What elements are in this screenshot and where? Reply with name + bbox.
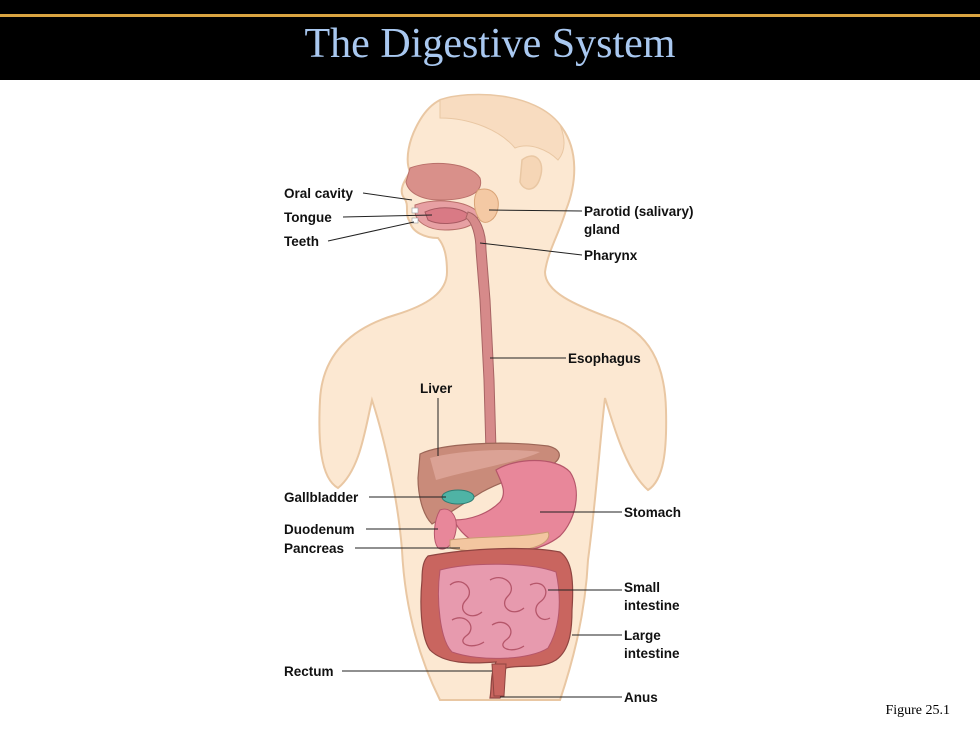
leader-lines: [327, 192, 622, 698]
parotid-gland: [473, 188, 499, 223]
label-small-intestine-line1: Small: [624, 580, 660, 595]
title-accent-rule: [0, 14, 980, 17]
liver-highlight: [430, 450, 540, 480]
leader-teeth: [327, 221, 415, 242]
leader-parotid: [488, 209, 583, 212]
label-rectum: Rectum: [284, 664, 334, 679]
digestive-system-diagram: Oral cavity Tongue Teeth Parotid (saliva…: [284, 93, 694, 705]
label-tongue: Tongue: [284, 210, 332, 225]
label-liver: Liver: [420, 381, 453, 396]
label-duodenum: Duodenum: [284, 522, 355, 537]
gallbladder: [441, 489, 475, 505]
labels: Oral cavity Tongue Teeth Parotid (saliva…: [284, 186, 694, 705]
duodenum: [433, 508, 457, 550]
label-oral-cavity: Oral cavity: [284, 186, 354, 201]
label-stomach: Stomach: [624, 505, 681, 520]
label-pharynx: Pharynx: [584, 248, 638, 263]
figure-caption: Figure 25.1: [885, 703, 950, 718]
nasal-cavity: [405, 162, 482, 201]
rectum: [491, 663, 507, 697]
label-gallbladder: Gallbladder: [284, 490, 359, 505]
leader-oral-cavity: [362, 192, 413, 201]
label-large-intestine-line2: intestine: [624, 646, 680, 661]
label-esophagus: Esophagus: [568, 351, 641, 366]
leader-tongue: [342, 214, 433, 218]
hair: [439, 94, 565, 161]
label-parotid-line1: Parotid (salivary): [584, 204, 694, 219]
label-anus: Anus: [624, 690, 658, 705]
small-intestine-coils: [449, 577, 551, 651]
title-bar: The Digestive System: [0, 0, 980, 80]
teeth: [411, 207, 419, 224]
label-small-intestine-line2: intestine: [624, 598, 680, 613]
slide-title: The Digestive System: [304, 21, 676, 67]
leader-pharynx: [479, 242, 583, 256]
label-parotid-line2: gland: [584, 222, 620, 237]
label-pancreas: Pancreas: [284, 541, 344, 556]
small-intestine: [438, 563, 560, 659]
ear: [519, 155, 543, 190]
label-large-intestine-line1: Large: [624, 628, 661, 643]
label-teeth: Teeth: [284, 234, 319, 249]
